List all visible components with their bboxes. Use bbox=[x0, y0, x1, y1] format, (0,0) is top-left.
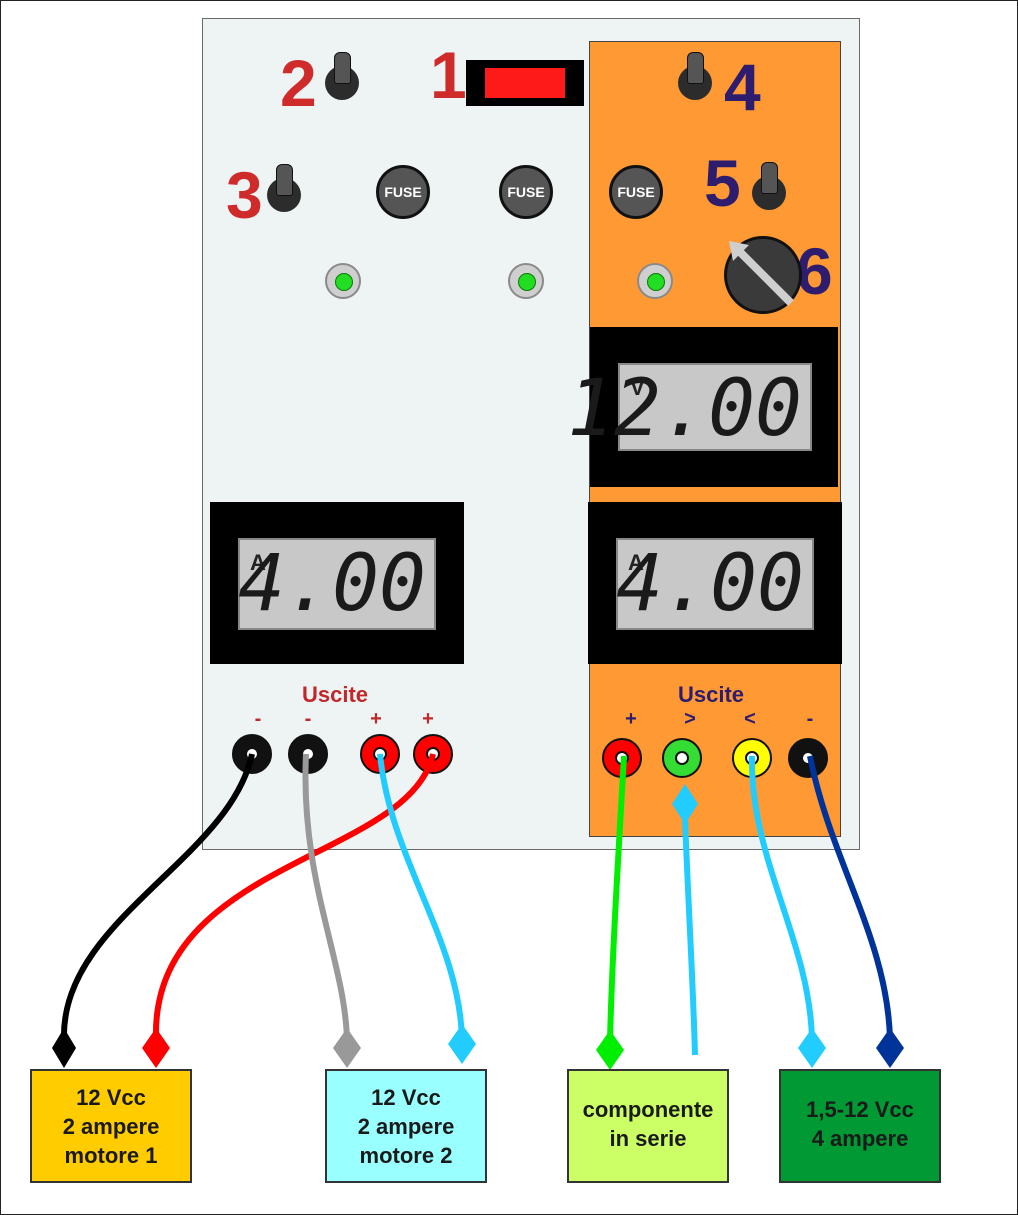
wire-cyan-left bbox=[377, 753, 465, 1041]
label-3: 3 bbox=[226, 158, 263, 232]
fuse-holder-3[interactable]: FUSE bbox=[609, 165, 663, 219]
toggle-lever-icon bbox=[334, 52, 351, 84]
fuse-holder-2[interactable]: FUSE bbox=[499, 165, 553, 219]
connector-green bbox=[596, 1030, 624, 1070]
label-2: 2 bbox=[280, 46, 317, 120]
load-box-line: motore 1 bbox=[64, 1142, 158, 1168]
main-rocker-switch[interactable] bbox=[466, 60, 584, 106]
polarity-left-3: + bbox=[370, 708, 382, 730]
polarity-left-1: - bbox=[254, 708, 262, 730]
voltage-adjust-knob[interactable] bbox=[724, 236, 802, 314]
knob-indicator-icon bbox=[729, 241, 794, 306]
toggle-lever-icon bbox=[687, 52, 704, 84]
toggle-switch-3[interactable] bbox=[267, 164, 301, 212]
load-box-line: motore 2 bbox=[359, 1142, 453, 1168]
connector-cyan-middle bbox=[672, 784, 698, 824]
terminal-green-right[interactable] bbox=[662, 738, 702, 778]
left-amp-unit: A bbox=[250, 550, 266, 575]
outputs-title-right: Uscite bbox=[678, 682, 745, 707]
indicator-led-2 bbox=[508, 263, 544, 299]
polarity-left-4: + bbox=[422, 708, 434, 730]
indicator-led-1 bbox=[325, 263, 361, 299]
led-light-icon bbox=[518, 273, 536, 291]
load-box-line: 4 ampere bbox=[811, 1126, 909, 1151]
right-amp-meter: A 4.00 bbox=[588, 502, 842, 664]
label-6: 6 bbox=[796, 234, 833, 308]
load-box-line: in serie bbox=[609, 1126, 687, 1151]
outputs-title-left: Uscite bbox=[302, 682, 369, 707]
indicator-led-3 bbox=[637, 263, 673, 299]
load-box-line: 12 Vcc bbox=[76, 1084, 146, 1110]
wire-navy bbox=[807, 755, 893, 1041]
toggle-lever-icon bbox=[761, 162, 778, 194]
right-amp-display: A 4.00 bbox=[616, 538, 814, 630]
fuse-holder-1[interactable]: FUSE bbox=[376, 165, 430, 219]
label-5: 5 bbox=[704, 146, 741, 220]
polarity-right-3: < bbox=[744, 708, 756, 730]
rocker-icon bbox=[485, 68, 565, 98]
load-box-line: componente bbox=[582, 1097, 714, 1122]
wire-green bbox=[607, 755, 627, 1041]
left-amp-meter: A 4.00 bbox=[210, 502, 464, 664]
led-light-icon bbox=[647, 273, 665, 291]
polarity-left-2: - bbox=[304, 708, 312, 730]
led-light-icon bbox=[335, 273, 353, 291]
load-box-line: 12 Vcc bbox=[371, 1084, 441, 1110]
volt-meter-display: V 12.00 bbox=[567, 363, 812, 451]
polarity-right-2: > bbox=[684, 708, 696, 730]
volt-value: 12.00 bbox=[567, 364, 802, 454]
toggle-switch-5[interactable] bbox=[752, 162, 786, 210]
right-amp-value: 4.00 bbox=[616, 539, 804, 629]
wire-black bbox=[60, 753, 255, 1041]
left-amp-display: A 4.00 bbox=[238, 538, 436, 630]
wire-gray bbox=[302, 753, 350, 1041]
polarity-right-1: + bbox=[625, 708, 637, 730]
connector-gray bbox=[333, 1028, 361, 1068]
polarity-right-4: - bbox=[806, 708, 814, 730]
load-box-line: 2 ampere bbox=[62, 1113, 160, 1139]
load-box-variable: 1,5-12 Vcc 4 ampere bbox=[779, 1069, 941, 1183]
connector-cyan-right bbox=[798, 1028, 826, 1068]
wire-cyan-middle bbox=[682, 817, 698, 1056]
connector-red bbox=[142, 1028, 170, 1068]
connector-navy bbox=[876, 1028, 904, 1068]
connector-cyan-left bbox=[448, 1024, 476, 1064]
toggle-lever-icon bbox=[276, 164, 293, 196]
volt-unit: V bbox=[630, 375, 645, 400]
left-amp-value: 4.00 bbox=[238, 539, 426, 629]
load-box-componente: componente in serie bbox=[567, 1069, 729, 1183]
wire-red bbox=[152, 753, 436, 1041]
toggle-switch-4[interactable] bbox=[678, 52, 712, 100]
label-1: 1 bbox=[430, 38, 467, 112]
right-amp-unit: A bbox=[628, 550, 644, 575]
toggle-switch-2[interactable] bbox=[325, 52, 359, 100]
wire-cyan-right bbox=[748, 755, 815, 1041]
connector-black bbox=[52, 1028, 76, 1068]
load-box-motore-2: 12 Vcc 2 ampere motore 2 bbox=[325, 1069, 487, 1183]
label-4: 4 bbox=[724, 50, 761, 124]
load-box-motore-1: 12 Vcc 2 ampere motore 1 bbox=[30, 1069, 192, 1183]
volt-meter: V 12.00 bbox=[567, 327, 838, 487]
load-box-line: 2 ampere bbox=[357, 1113, 455, 1139]
terminal-hole-icon bbox=[675, 751, 689, 765]
load-box-line: 1,5-12 Vcc bbox=[806, 1097, 914, 1122]
